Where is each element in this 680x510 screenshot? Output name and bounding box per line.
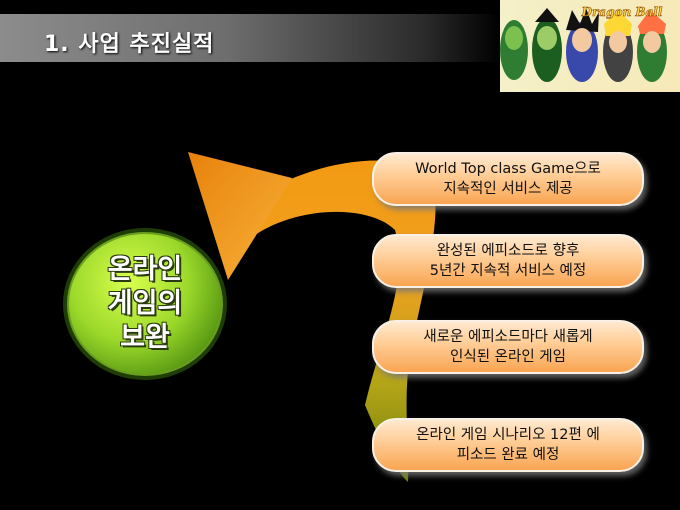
item-1-line-1: World Top class Game으로: [415, 161, 601, 177]
arrow-body: [240, 160, 436, 482]
character-banner-image: Dragon Ball: [500, 0, 680, 92]
achievement-item-3: 새로운 에피소드마다 새롭게 인식된 온라인 게임: [372, 320, 644, 374]
achievement-item-2: 완성된 에피소드로 향후 5년간 지속적 서비스 예정: [372, 234, 644, 288]
page-title: 1. 사업 추진실적: [44, 32, 215, 57]
banner-logo-text: Dragon Ball: [581, 5, 663, 19]
item-2-line-1: 완성된 에피소드로 향후: [436, 243, 580, 259]
item-1-line-2: 지속적인 서비스 제공: [443, 181, 573, 197]
achievement-item-4: 온라인 게임 시나리오 12편 에 피소드 완료 예정: [372, 418, 644, 472]
achievement-item-1: World Top class Game으로 지속적인 서비스 제공: [372, 152, 644, 206]
item-4-line-2: 피소드 완료 예정: [456, 447, 560, 463]
center-line-2: 게임의: [107, 288, 183, 319]
arrow-head: [188, 152, 292, 280]
center-line-3: 보완: [120, 322, 170, 353]
item-3-line-2: 인식된 온라인 게임: [450, 349, 566, 365]
title-bar: 1. 사업 추진실적: [0, 14, 500, 62]
center-circle: 온라인 게임의 보완: [63, 228, 227, 380]
item-3-line-1: 새로운 에피소드마다 새롭게: [423, 329, 593, 345]
item-2-line-2: 5년간 지속적 서비스 예정: [429, 263, 587, 279]
center-line-1: 온라인: [107, 254, 183, 285]
item-4-line-1: 온라인 게임 시나리오 12편 에: [416, 427, 600, 443]
